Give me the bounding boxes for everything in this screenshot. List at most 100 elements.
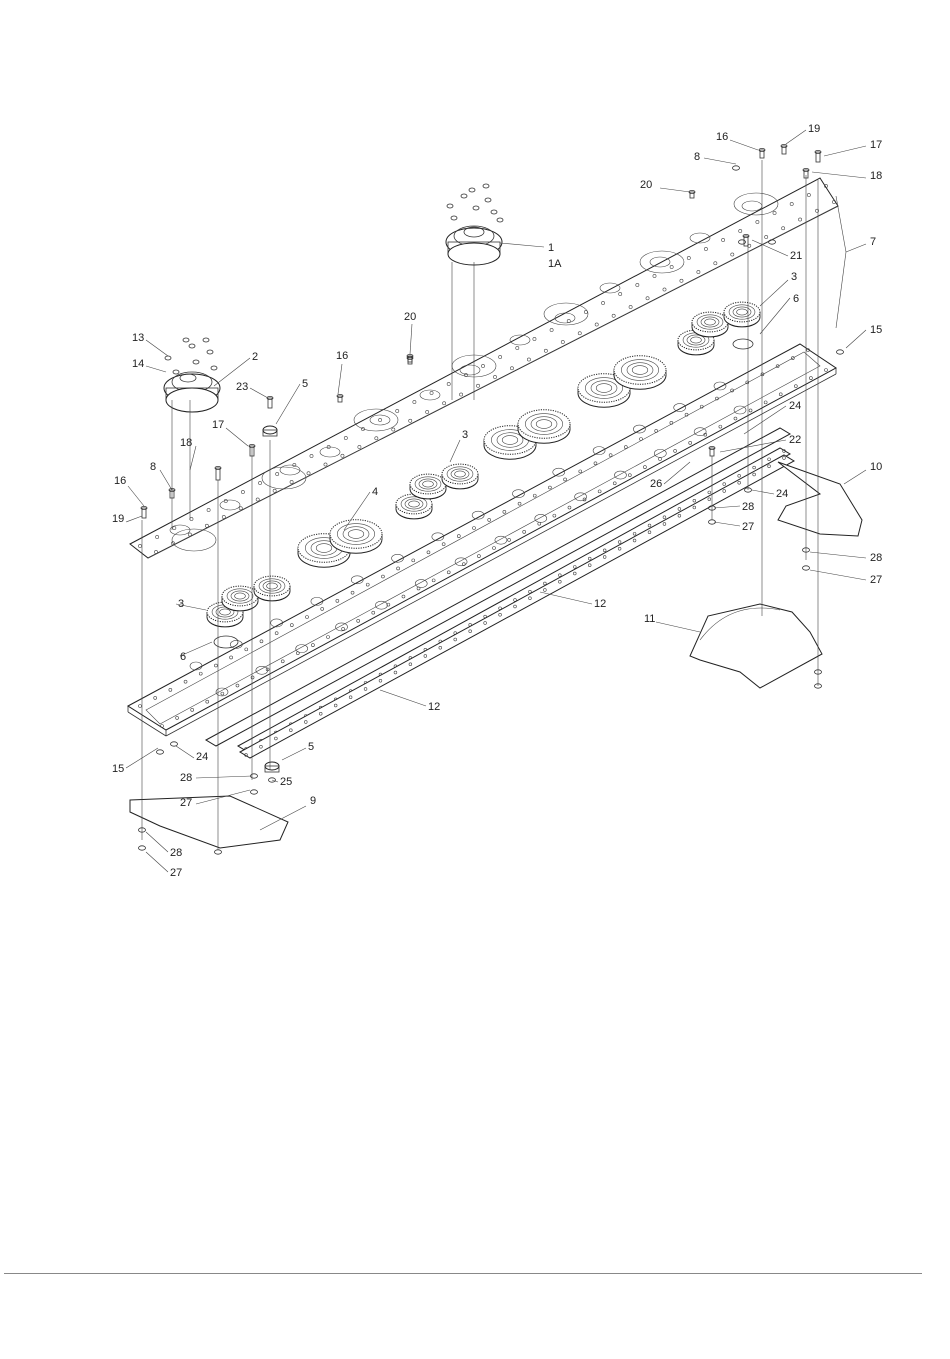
leader-line xyxy=(660,188,690,192)
gear xyxy=(330,520,382,554)
gear xyxy=(692,312,728,337)
leader-line xyxy=(752,490,774,494)
leader-line xyxy=(704,158,736,164)
callout-8-top: 8 xyxy=(694,151,700,163)
leader-line xyxy=(410,324,412,354)
frame-port xyxy=(190,662,202,670)
bracket-11 xyxy=(690,604,822,688)
nut xyxy=(211,366,217,370)
drive-head-2 xyxy=(164,372,220,412)
leader-line xyxy=(714,506,740,508)
callout-20-top: 20 xyxy=(640,179,652,191)
gear xyxy=(442,464,478,489)
washer xyxy=(251,790,258,794)
bolt xyxy=(690,192,694,198)
callout-16-top: 16 xyxy=(716,131,728,143)
leader-line xyxy=(836,196,846,252)
leader-line xyxy=(812,172,866,178)
leader-line xyxy=(146,366,166,372)
bolt xyxy=(338,396,342,402)
callout-8-left: 8 xyxy=(150,461,156,473)
washer xyxy=(837,350,844,354)
gear xyxy=(222,586,258,611)
gear xyxy=(410,474,446,499)
callout-10: 10 xyxy=(870,461,882,473)
nut xyxy=(207,350,213,354)
callout-7: 7 xyxy=(870,236,876,248)
callout-3-right: 3 xyxy=(791,271,797,283)
callout-27-mid: 27 xyxy=(742,521,754,533)
callout-1a: 1A xyxy=(548,258,562,270)
plate-pocket xyxy=(742,201,762,211)
nut xyxy=(461,194,467,198)
leader-line xyxy=(450,440,460,462)
leader-line xyxy=(846,330,866,348)
bolt xyxy=(408,358,412,364)
leader-line xyxy=(836,252,846,328)
callout-1: 1 xyxy=(548,242,554,254)
leader-line xyxy=(730,140,758,150)
callout-6-left: 6 xyxy=(180,651,186,663)
callout-5-top: 5 xyxy=(302,378,308,390)
nut xyxy=(483,184,489,188)
leader-line xyxy=(128,486,144,506)
callout-24-mid: 24 xyxy=(776,488,788,500)
callout-24-left: 24 xyxy=(196,751,208,763)
leader-line xyxy=(226,428,248,446)
callout-16-left: 16 xyxy=(114,475,126,487)
callout-12-bottom: 12 xyxy=(428,701,440,713)
callout-24-right: 24 xyxy=(789,400,801,412)
callout-27-bl-upper: 27 xyxy=(180,797,192,809)
callout-20-mid: 20 xyxy=(404,311,416,323)
callout-13: 13 xyxy=(132,332,144,344)
leader-line xyxy=(810,552,866,558)
nut xyxy=(485,198,491,202)
callout-2: 2 xyxy=(252,351,258,363)
callout-4: 4 xyxy=(372,486,378,498)
nut xyxy=(183,338,189,342)
leader-line xyxy=(338,364,342,394)
callout-28-bl-upper: 28 xyxy=(180,772,192,784)
leader-line xyxy=(196,776,252,778)
washer xyxy=(733,166,740,170)
washer xyxy=(769,240,776,244)
gear xyxy=(614,356,666,390)
leader-line xyxy=(656,622,700,632)
callout-3-left: 3 xyxy=(178,598,184,610)
leader-line xyxy=(276,384,300,424)
leader-line xyxy=(160,470,172,490)
leader-line xyxy=(176,746,194,758)
callout-26: 26 xyxy=(650,478,662,490)
callout-12-right: 12 xyxy=(594,598,606,610)
nut xyxy=(203,338,209,342)
callout-19-top: 19 xyxy=(808,123,820,135)
callout-9: 9 xyxy=(310,795,316,807)
nut xyxy=(447,204,453,208)
washer xyxy=(157,750,164,754)
leader-line xyxy=(126,516,142,522)
callout-16-mid: 16 xyxy=(336,350,348,362)
nut xyxy=(165,356,171,360)
callout-5-bottom: 5 xyxy=(308,741,314,753)
leader-line xyxy=(714,522,740,526)
callout-23: 23 xyxy=(236,381,248,393)
leader-line xyxy=(810,570,866,580)
callout-25: 25 xyxy=(280,776,292,788)
callout-17-top: 17 xyxy=(870,139,882,151)
leader-line xyxy=(752,240,788,256)
gear xyxy=(254,576,290,601)
washer xyxy=(171,742,178,746)
leader-line xyxy=(146,852,168,872)
leader-line xyxy=(844,470,866,484)
nut xyxy=(473,206,479,210)
callout-18-top: 18 xyxy=(870,170,882,182)
callout-11: 11 xyxy=(644,613,655,625)
leader-line xyxy=(146,832,168,852)
nut xyxy=(469,188,475,192)
callout-27-bl-lower: 27 xyxy=(170,867,182,879)
leader-line xyxy=(282,748,306,760)
bottom-housing-frame xyxy=(128,344,836,736)
callout-27-right: 27 xyxy=(870,574,882,586)
callout-6-right: 6 xyxy=(793,293,799,305)
